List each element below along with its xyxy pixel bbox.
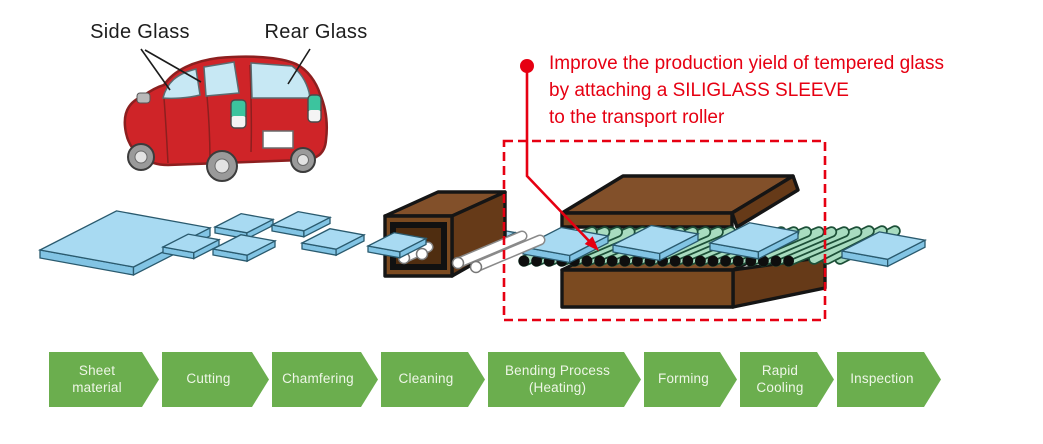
annotation-line-2: by attaching a SILIGLASS SLEEVE [549,80,849,101]
process-step-cleaning: Cleaning [381,352,485,407]
glass-sheets-on-rollers [520,222,928,268]
process-step-rapid-cooling: Rapid Cooling [740,352,834,407]
process-step-forming: Forming [644,352,737,407]
process-step-inspection: Inspection [837,352,941,407]
side-glass-label: Side Glass [90,21,190,43]
annotation-line-3: to the transport roller [549,107,725,128]
uncoated-transport-rollers [451,230,546,274]
car-tail-lamp-right [307,94,322,123]
car-side-mirror [136,92,151,104]
side-glass-pointer-line-2 [144,49,202,83]
car-rear-side-window [203,61,240,97]
furnace-large-top [560,174,800,229]
process-step-chamfering: Chamfering [272,352,378,407]
side-glass-pointer-line-1 [140,48,171,91]
annotation-text: Improve the production yield of tempered… [549,50,1024,131]
process-step-cutting: Cutting [162,352,269,407]
highlight-dashed-box [502,139,827,322]
rear-glass-pointer-line [287,48,311,85]
car-tail-lamp-left [230,99,247,129]
glass-sheets-cut [37,210,367,277]
annotation-connector-arrow [520,59,599,251]
rear-glass-label: Rear Glass [264,21,368,43]
process-step-bending: Bending Process (Heating) [488,352,641,407]
furnace-roller-end [415,247,429,261]
glass-sheet-entering-furnace [365,231,429,259]
car-illustration [123,48,328,182]
car-license-plate [262,130,294,149]
annotation-line-1: Improve the production yield of tempered… [549,53,944,74]
process-step-sheet-material: Sheet material [49,352,159,407]
process-flow-bar: Sheet material Cutting Chamfering Cleani… [49,352,941,407]
